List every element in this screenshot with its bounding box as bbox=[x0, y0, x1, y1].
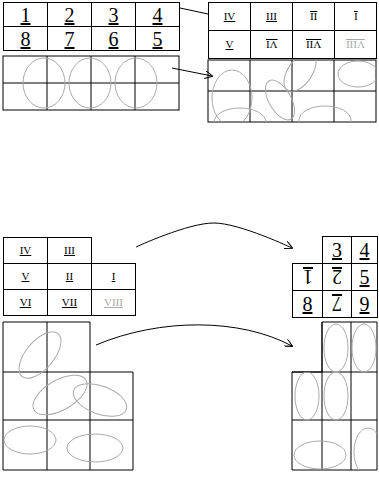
grid-cell: V bbox=[208, 30, 251, 59]
grid-cell: II bbox=[292, 2, 335, 31]
grid-cell: VIII bbox=[334, 30, 377, 59]
roman-numeral: IV bbox=[224, 11, 236, 22]
roman-numeral: II bbox=[310, 11, 317, 22]
page-number: 2 bbox=[332, 267, 342, 287]
grid-cell: 5 bbox=[351, 263, 378, 291]
grid-cell: 7 bbox=[47, 26, 92, 51]
grid-cell: II bbox=[47, 263, 92, 290]
grid-cell: I bbox=[334, 2, 377, 31]
grid-cell: IV bbox=[208, 2, 251, 31]
roman-numeral: VIII bbox=[346, 39, 365, 50]
roman-numeral: I bbox=[354, 11, 358, 22]
grid-cell: 3 bbox=[322, 236, 352, 264]
grid-cell: IV bbox=[3, 237, 48, 264]
roman-numeral-grid: IVIIIIIIVVIVIIVIII bbox=[208, 2, 377, 59]
grid-cell: 2 bbox=[47, 2, 92, 27]
page-number: 1 bbox=[21, 5, 31, 25]
page-number: 9 bbox=[360, 294, 370, 314]
sheet-grid bbox=[3, 322, 133, 470]
roman-numeral: VIII bbox=[104, 297, 123, 308]
grid-cell: VII bbox=[47, 289, 92, 316]
grid-cell: III bbox=[250, 2, 293, 31]
grid-cell: VII bbox=[292, 30, 335, 59]
roman-numeral: VII bbox=[62, 297, 77, 308]
sheet-grid bbox=[292, 322, 377, 470]
grid-cell: 9 bbox=[351, 290, 378, 318]
page-number: 7 bbox=[332, 294, 342, 314]
roman-numeral: IV bbox=[20, 245, 32, 256]
fold-arrow bbox=[172, 68, 212, 76]
grid-cell: 7 bbox=[322, 290, 352, 318]
page-number: 8 bbox=[21, 29, 31, 49]
roman-numeral: VI bbox=[20, 297, 32, 308]
roman-numeral-grid: IVIIIVIIIVIVIIVIII bbox=[3, 237, 136, 316]
grid-cell: 8 bbox=[292, 290, 323, 318]
grid-cell: 4 bbox=[135, 2, 180, 27]
ellipse-marks bbox=[4, 325, 131, 462]
grid-cell: 5 bbox=[135, 26, 180, 51]
grid-cell: I bbox=[91, 263, 136, 290]
grid-cell: 2 bbox=[322, 263, 352, 291]
page-number: 5 bbox=[360, 267, 370, 287]
page-number: 5 bbox=[153, 29, 163, 49]
fold-arrow bbox=[96, 325, 292, 346]
roman-numeral: I bbox=[112, 271, 116, 282]
page-number: 2 bbox=[65, 5, 75, 25]
grid-cell: VI bbox=[250, 30, 293, 59]
page-number: 4 bbox=[360, 240, 370, 260]
roman-numeral: II bbox=[66, 271, 73, 282]
page-number-grid: 34 125 879 bbox=[292, 236, 378, 318]
ellipse-marks bbox=[23, 58, 157, 108]
page-number: 3 bbox=[109, 5, 119, 25]
grid-cell: III bbox=[47, 237, 92, 264]
page-number: 6 bbox=[109, 29, 119, 49]
sheet-grid bbox=[3, 56, 179, 110]
ellipse-marks bbox=[294, 324, 379, 476]
page-number: 4 bbox=[153, 5, 163, 25]
roman-numeral: VII bbox=[306, 39, 321, 50]
grid-cell: VIII bbox=[91, 289, 136, 316]
grid-cell: VI bbox=[3, 289, 48, 316]
grid-cell: 4 bbox=[351, 236, 378, 264]
roman-numeral: V bbox=[22, 271, 30, 282]
page-number: 7 bbox=[65, 29, 75, 49]
page-number: 1 bbox=[303, 267, 313, 287]
grid-cell: 6 bbox=[91, 26, 136, 51]
grid-cell: V bbox=[3, 263, 48, 290]
roman-numeral: III bbox=[64, 245, 75, 256]
grid-cell: 3 bbox=[91, 2, 136, 27]
roman-numeral: III bbox=[266, 11, 277, 22]
fold-connector bbox=[180, 8, 208, 14]
grid-cell: 1 bbox=[292, 263, 323, 291]
page-number-grid: 1 2 3 4 8 7 6 5 bbox=[3, 2, 180, 51]
grid-cell: 8 bbox=[3, 26, 48, 51]
roman-numeral: V bbox=[226, 39, 234, 50]
page-number: 8 bbox=[303, 294, 313, 314]
page-number: 3 bbox=[332, 240, 342, 260]
grid-cell: 1 bbox=[3, 2, 48, 27]
fold-connector bbox=[136, 223, 292, 248]
ellipse-marks bbox=[212, 60, 376, 122]
roman-numeral: VI bbox=[266, 39, 278, 50]
